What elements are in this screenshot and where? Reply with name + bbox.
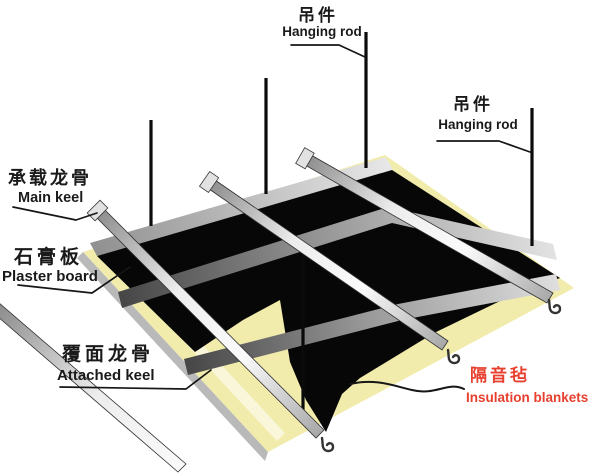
main-keel-3-hook bbox=[547, 298, 562, 315]
label-hanging-rod-top-zh: 吊件 bbox=[298, 5, 338, 25]
leader-attached-keel bbox=[59, 369, 212, 390]
label-plaster-board-en: Plaster board bbox=[2, 268, 98, 285]
label-hanging-rod-top-en: Hanging rod bbox=[282, 24, 362, 39]
label-insulation-blankets-en: Insulation blankets bbox=[466, 390, 588, 405]
main-keel-3-end-cap bbox=[295, 147, 315, 170]
leader-plaster-board bbox=[17, 266, 131, 294]
main-keel-2-end-cap bbox=[198, 170, 220, 194]
main-keel-1-hook bbox=[320, 436, 335, 453]
leader-main-keel bbox=[12, 206, 98, 221]
leader-hanging-rod-right bbox=[436, 140, 531, 153]
label-hanging-rod-right-zh: 吊件 bbox=[453, 94, 493, 114]
leader-hanging-rod-top bbox=[290, 44, 366, 58]
label-main-keel-zh: 承载龙骨 bbox=[8, 167, 92, 188]
attached-keel-band-lower bbox=[184, 274, 560, 375]
leader-insulation-blankets bbox=[349, 380, 465, 393]
label-main-keel-en: Main keel bbox=[18, 190, 83, 206]
label-attached-keel-en: Attached keel bbox=[57, 367, 155, 384]
main-keel-1-end-cap bbox=[86, 199, 109, 222]
main-keel-2-hook bbox=[446, 348, 461, 365]
label-hanging-rod-right-en: Hanging rod bbox=[438, 117, 518, 132]
label-plaster-board-zh: 石膏板 bbox=[13, 245, 83, 268]
label-attached-keel-zh: 覆面龙骨 bbox=[61, 342, 154, 365]
label-insulation-blankets-zh: 隔音毡 bbox=[470, 365, 530, 385]
